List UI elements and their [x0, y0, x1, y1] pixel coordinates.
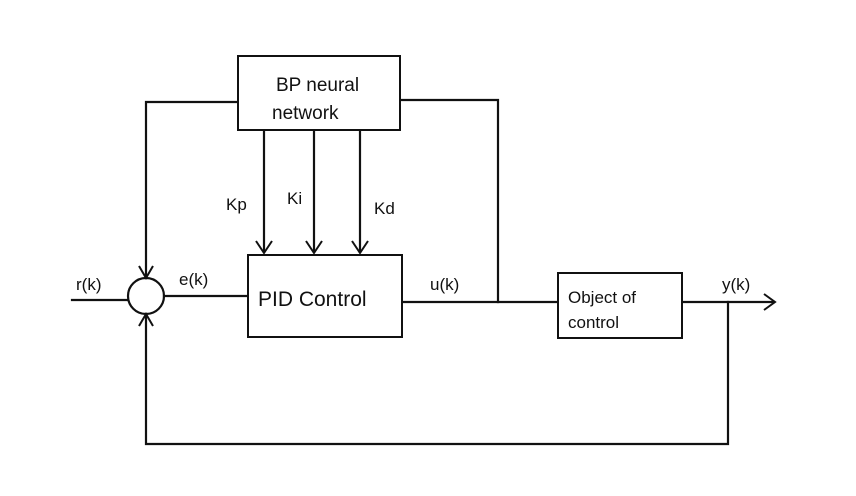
control-signal-label: u(k) [430, 275, 459, 294]
ki-arrow [305, 240, 323, 255]
feedback-line [144, 300, 730, 446]
error-signal-label: e(k) [179, 270, 208, 289]
reference-signal-label: r(k) [76, 275, 101, 294]
bp-network-block [237, 55, 401, 131]
bp-network-label-line2: network [272, 103, 339, 124]
output-signal-label: y(k) [722, 275, 750, 294]
summing-junction [126, 276, 166, 316]
control-feedback-to-bp-line [398, 98, 500, 304]
output-arrow [763, 293, 777, 311]
kp-label: Kp [226, 195, 247, 214]
bp-to-junction-arrow [138, 265, 154, 280]
ki-label: Ki [287, 189, 302, 208]
object-label-line2: control [568, 313, 619, 332]
object-of-control-block [557, 272, 683, 339]
feedback-arrow [138, 312, 154, 327]
object-label-line1: Object of [568, 288, 636, 307]
pid-control-block [247, 254, 403, 338]
pid-control-label: PID Control [258, 288, 367, 311]
kd-arrow [351, 240, 369, 255]
kp-arrow [255, 240, 273, 255]
bp-to-junction-line [144, 100, 240, 278]
bp-network-label-line1: BP neural [276, 75, 359, 96]
kd-label: Kd [374, 199, 395, 218]
